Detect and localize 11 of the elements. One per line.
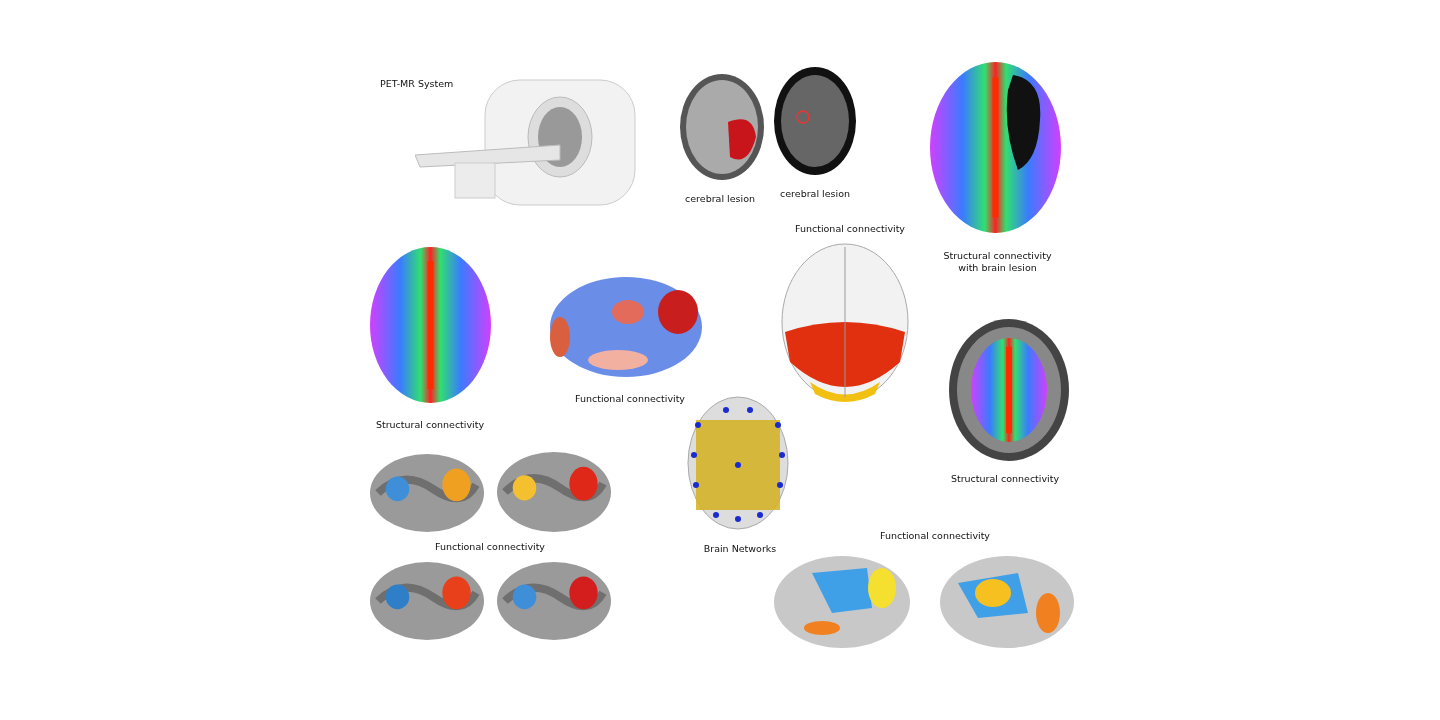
image-caption: Functional connectivity: [574, 393, 686, 405]
image-caption: Brain Networks: [702, 543, 778, 555]
image-caption: Structural connectivity with brain lesion: [942, 250, 1053, 274]
image-caption: cerebral lesion: [779, 188, 851, 200]
image-caption: PET-MR System: [380, 78, 455, 90]
image-caption: Structural connectivity: [949, 473, 1061, 485]
image-caption: Functional connectivity: [434, 541, 546, 553]
image-caption: Functional connectivity: [794, 223, 906, 235]
image-caption: cerebral lesion: [684, 193, 756, 205]
image-caption: Functional connectivity: [879, 530, 991, 542]
image-caption: Structural connectivity: [374, 419, 486, 431]
